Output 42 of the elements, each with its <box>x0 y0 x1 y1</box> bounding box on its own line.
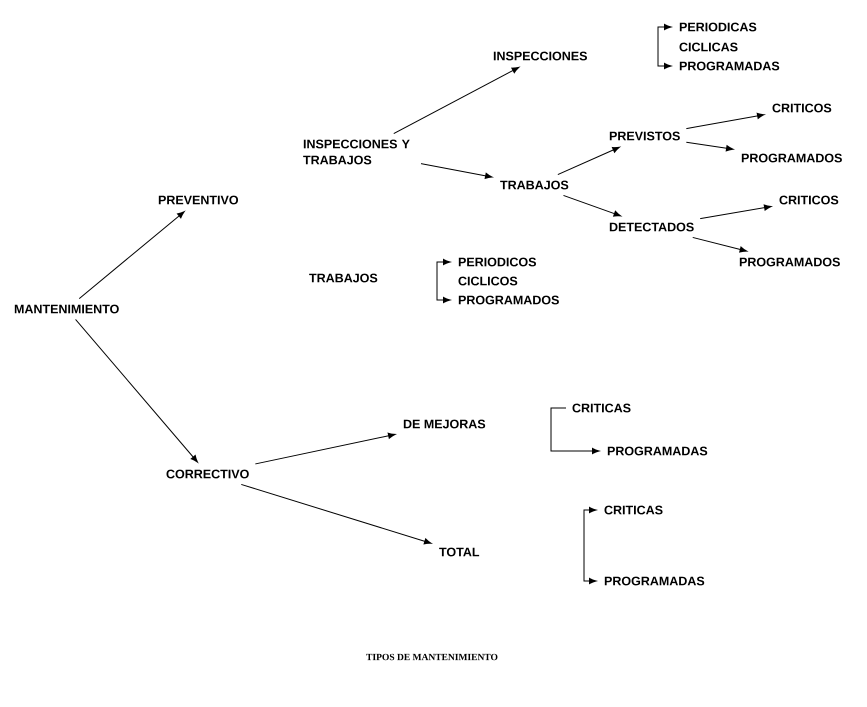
branch-label: PREVISTOS <box>610 132 680 140</box>
branch-label: PROGRAMADOS <box>742 154 842 162</box>
branch-label: PROGRAMADAS <box>604 576 704 586</box>
branch-label: PROGRAMADAS <box>680 62 780 70</box>
bracket-arrow <box>550 408 600 454</box>
branch-label: PROGRAMADOS <box>740 258 840 266</box>
branch-label: DE MEJORAS <box>404 420 486 428</box>
branch-label: PROGRAMADAS <box>608 446 708 456</box>
branch-label: CRITICAS <box>572 404 631 412</box>
branch-label: PROGRAMADOS <box>458 296 559 304</box>
arrow <box>686 142 734 152</box>
branch-label: CRITICAS <box>604 506 663 514</box>
branch-label: TRABAJOS <box>309 274 378 282</box>
bracket-arrow <box>658 24 672 70</box>
arrow <box>240 484 432 544</box>
branch-label: CRITICOS <box>772 104 832 112</box>
arrow <box>420 163 493 179</box>
arrow <box>692 236 748 253</box>
bracket-arrow <box>584 506 597 584</box>
branch-label: CORRECTIVO <box>166 470 249 478</box>
arrow <box>557 146 620 176</box>
arrow <box>393 66 520 134</box>
arrow <box>700 204 772 220</box>
arrow <box>75 318 198 463</box>
bracket-arrow <box>436 258 451 304</box>
branch-label: INSPECCIONES Y TRABAJOS <box>303 140 410 164</box>
branch-label: TOTAL <box>439 548 480 556</box>
branch-label: DETECTADOS <box>610 222 694 232</box>
branch-label: PREVENTIVO <box>158 196 238 204</box>
branch-label: MANTENIMIENTO <box>14 304 119 314</box>
arrow <box>562 194 622 217</box>
branch-label: CICLICAS <box>680 42 738 52</box>
arrow <box>254 432 396 464</box>
branch-label: CICLICOS <box>458 276 518 286</box>
branch-label: PERIODICOS <box>458 258 536 266</box>
branch-label: PERIODICAS <box>680 22 756 32</box>
branch-label: TRABAJOS <box>500 180 568 190</box>
branch-label: INSPECCIONES <box>494 52 587 60</box>
arrow <box>686 112 765 130</box>
arrow <box>78 211 185 300</box>
caption: TIPOS DE MANTENIMIENTO <box>366 654 498 660</box>
branch-label: CRITICOS <box>780 196 838 204</box>
